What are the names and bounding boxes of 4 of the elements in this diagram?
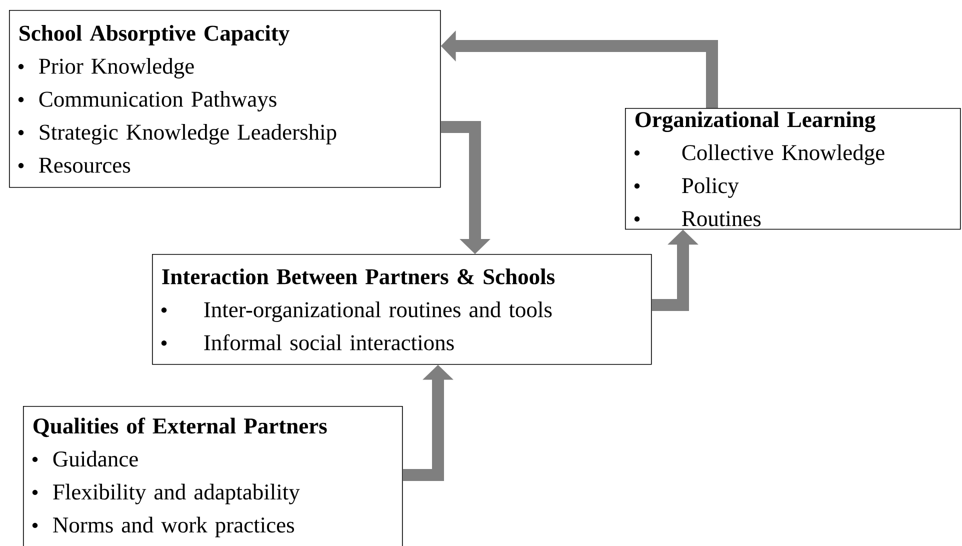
text-box: Organizational Learning Collective Knowledge Policy Routines — [625, 108, 961, 230]
text-box: Qualities of External Partners Guidance Flexibility and adaptability Norms and work practices — [23, 406, 403, 546]
text-box: School Absorptive Capacity Prior Knowledge Communication Pathways Strategic Knowledge Leadership Resources — [9, 10, 441, 188]
text-box: Interaction Between Partners & Schools Inter-organizational routines and tools Informal social interactions — [152, 254, 652, 365]
